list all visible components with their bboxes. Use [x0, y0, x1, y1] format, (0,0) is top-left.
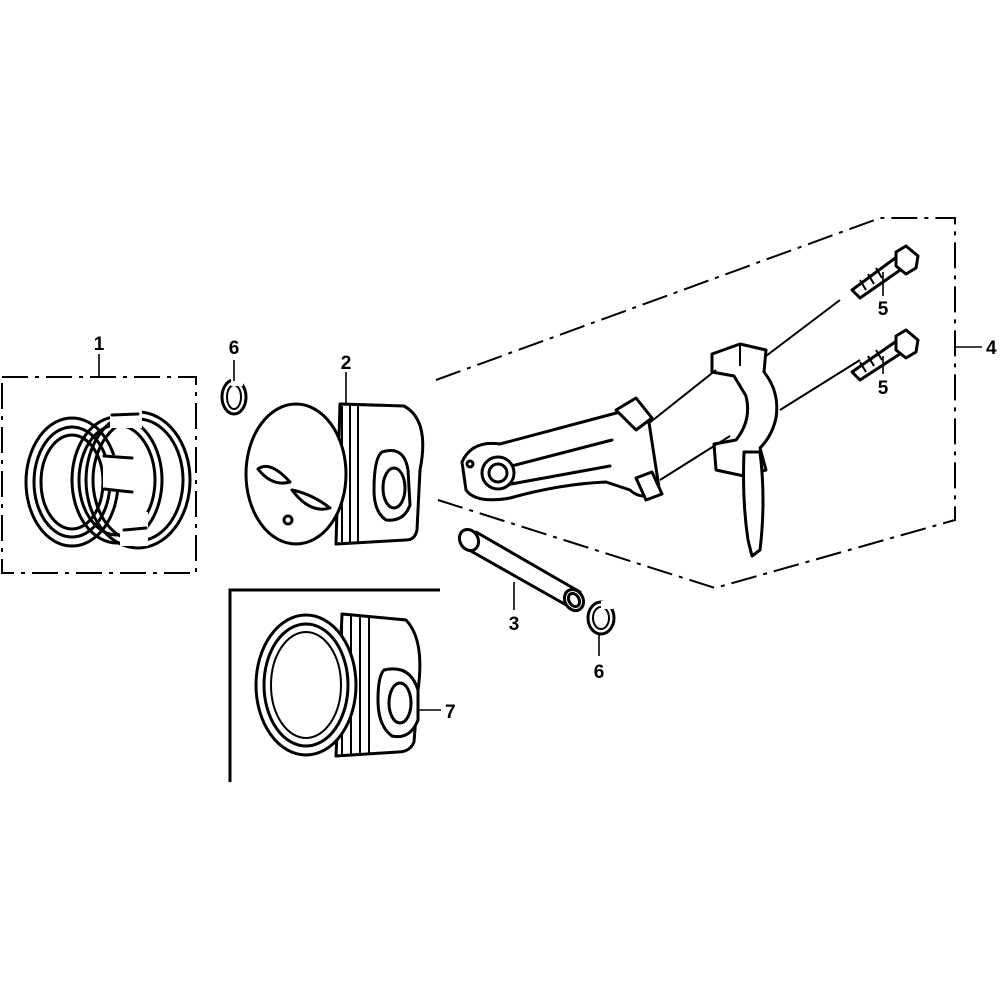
callout-5-upper: 5 [878, 299, 889, 320]
callout-3: 3 [509, 614, 520, 635]
ring-set-box [1, 376, 197, 574]
callout-2: 2 [341, 353, 352, 374]
piston-pin-clip-right [586, 600, 616, 636]
callout-6-left: 6 [229, 338, 240, 359]
leader-lines [98, 272, 982, 711]
connecting-rod-bolt-upper [850, 244, 920, 300]
callout-4: 4 [986, 338, 997, 359]
piston-alternate-inset [228, 588, 440, 782]
piston-ring-set [1, 376, 197, 574]
piston-pin [457, 527, 586, 613]
piston-pin-clip-left [220, 378, 248, 416]
callout-5-lower: 5 [878, 378, 889, 399]
piston [244, 402, 425, 546]
callout-6-right: 6 [594, 662, 605, 683]
callout-7: 7 [445, 702, 456, 723]
connecting-rod-bolt-lower [850, 328, 920, 382]
callout-1: 1 [94, 334, 105, 355]
connecting-rod-assembly [435, 217, 956, 590]
